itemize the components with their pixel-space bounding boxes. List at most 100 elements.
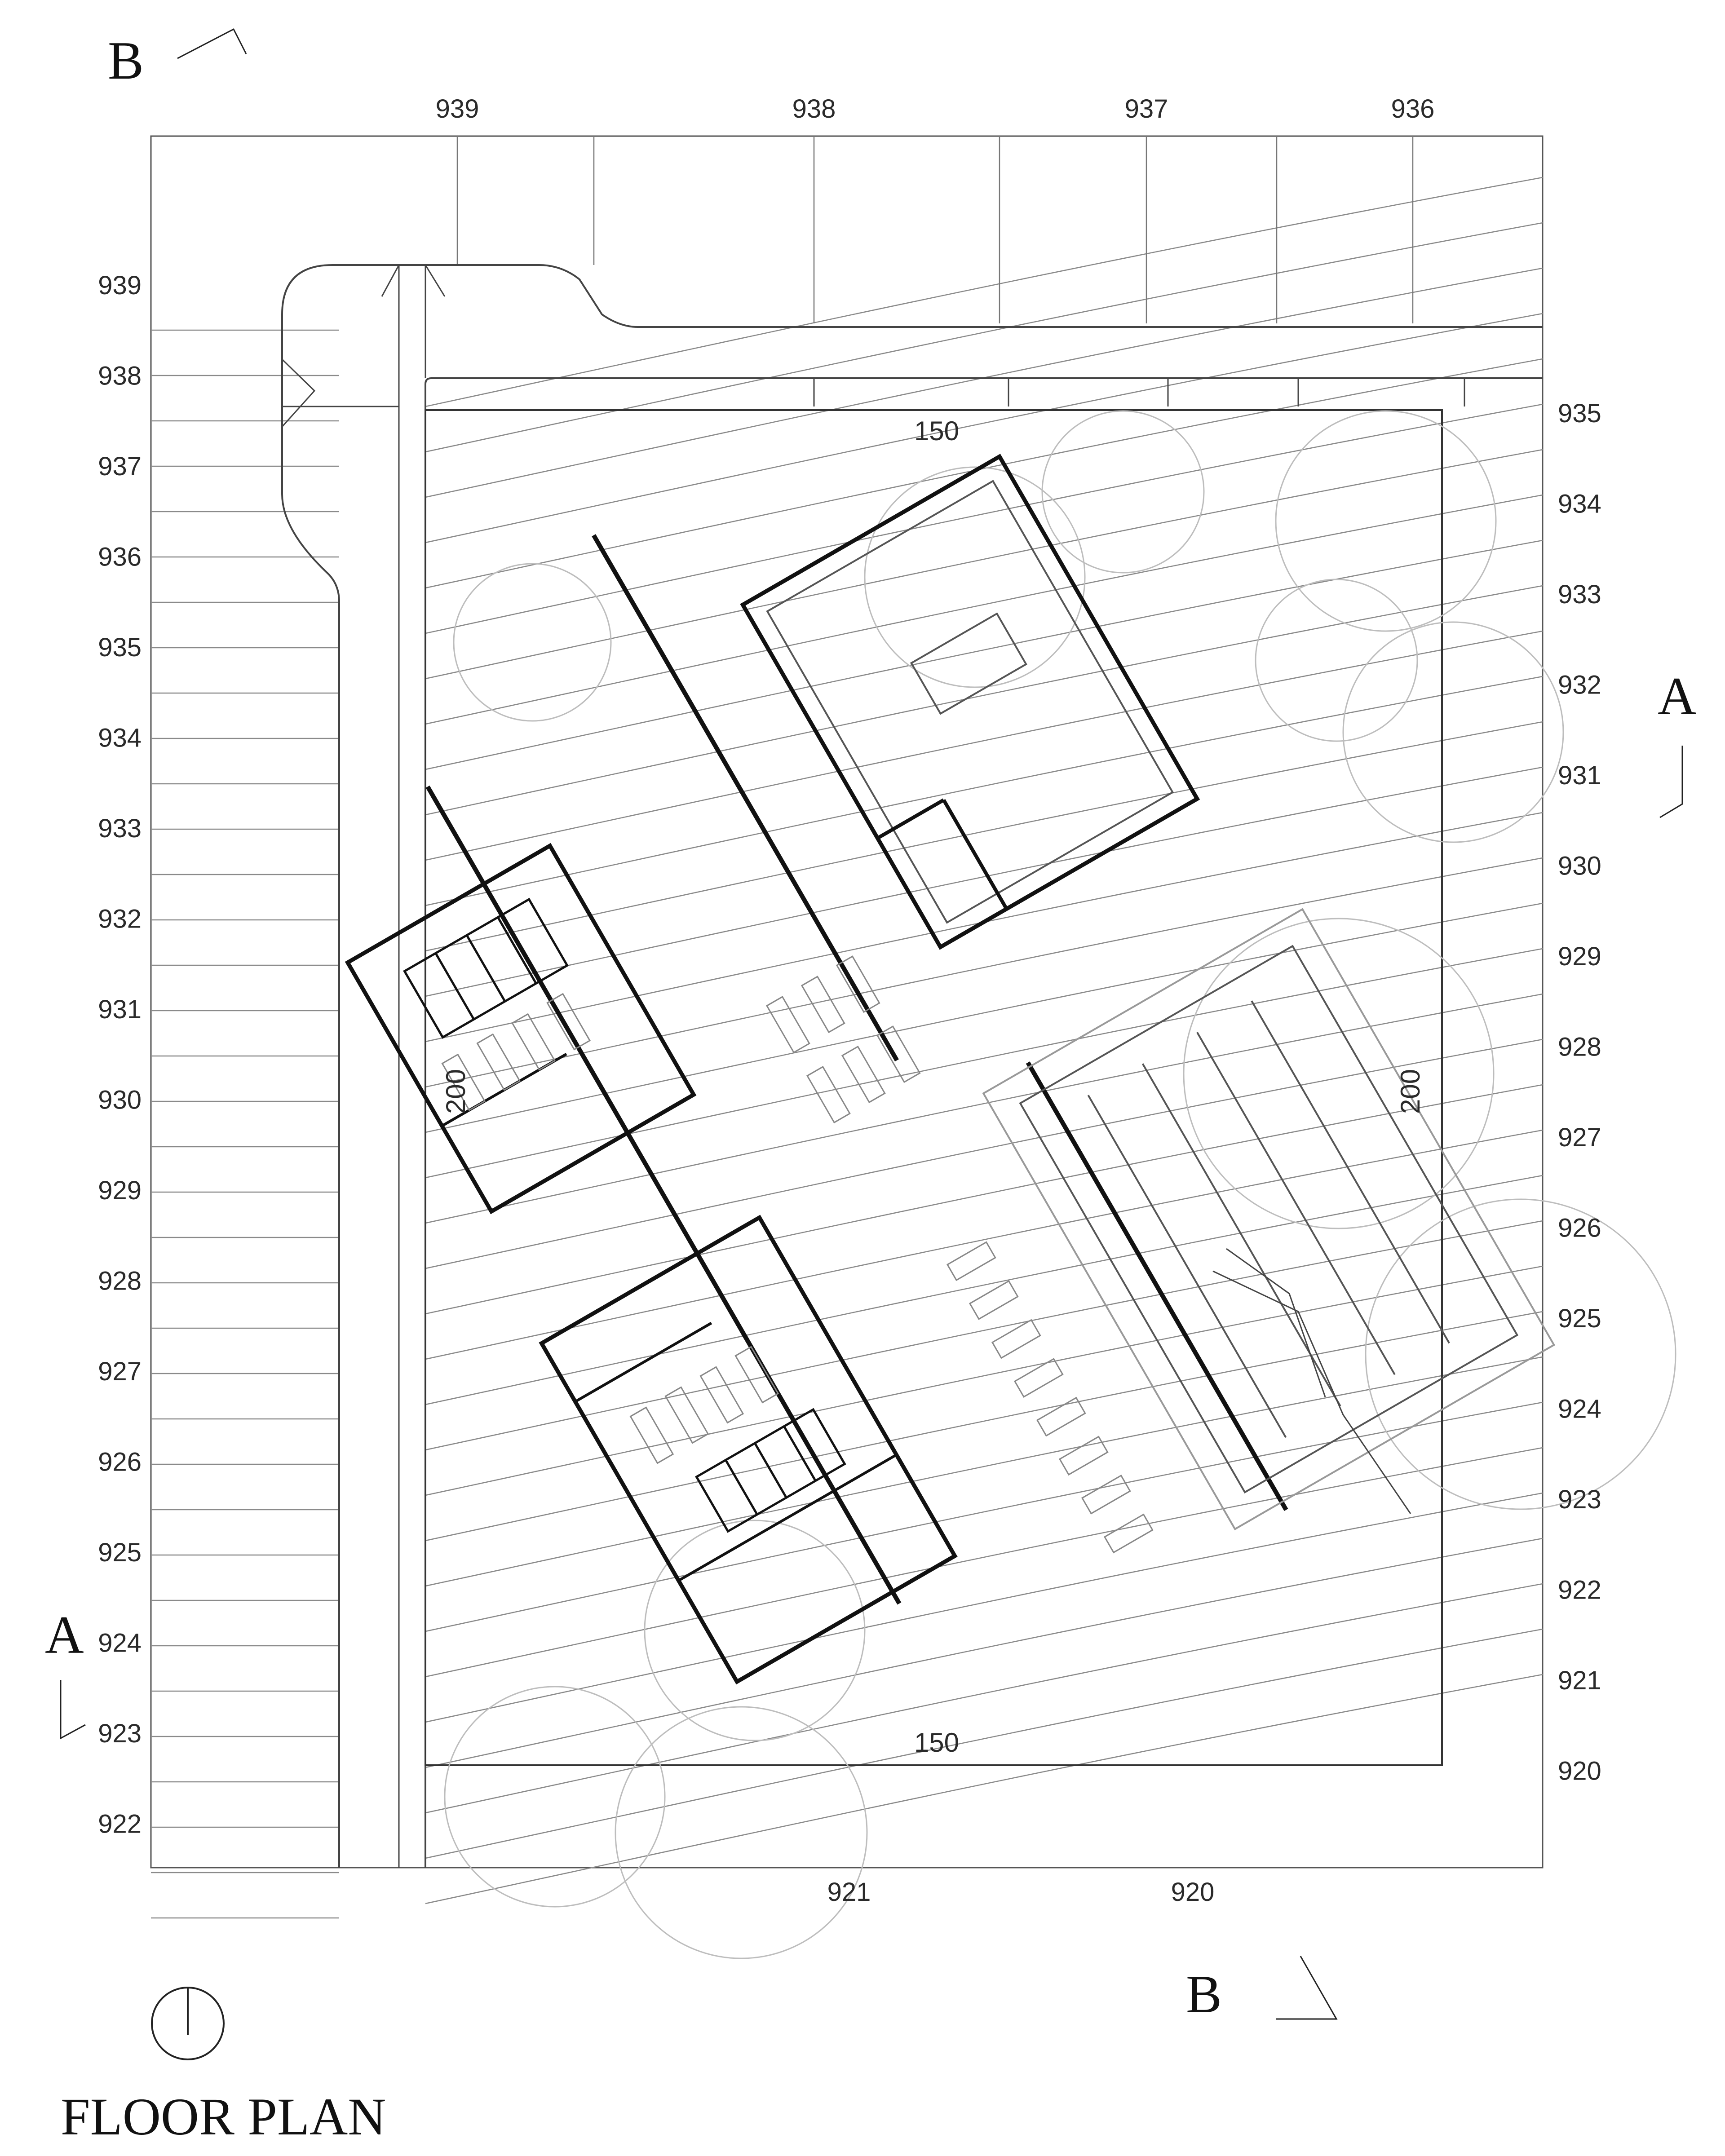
contour-line <box>425 1038 1543 1269</box>
right-elevation-ticks: 9359349339329319309299289279269259249239… <box>1558 399 1601 1786</box>
left-tick-label: 927 <box>98 1357 142 1386</box>
contour-line <box>425 1084 1543 1315</box>
road <box>281 264 1543 1868</box>
dimension-bottom: 150 <box>914 1727 959 1758</box>
contour-line <box>425 1401 1543 1632</box>
pavilion-east <box>740 454 1200 950</box>
top-tick-label: 937 <box>1125 94 1168 124</box>
site-frame <box>150 135 1544 1869</box>
top-tick-label: 936 <box>1391 94 1435 124</box>
contour-line <box>425 1311 1543 1542</box>
right-tick-label: 933 <box>1558 580 1601 609</box>
contour-line <box>425 1356 1543 1587</box>
left-tick-label: 929 <box>98 1176 142 1205</box>
left-elevation-ticks: 939 938 937 936 935 934 933 932 931 930 929 928 927 9… <box>98 271 142 1839</box>
right-tick-label: 924 <box>1558 1395 1601 1424</box>
site-boundary <box>425 409 1443 1766</box>
contour-line <box>425 358 1543 589</box>
left-tick-label: 937 <box>98 452 142 481</box>
pool <box>982 908 1556 1530</box>
right-tick-label: 930 <box>1558 852 1601 881</box>
contour-line <box>425 630 1543 861</box>
contour-line <box>425 1220 1543 1451</box>
right-tick-label: 929 <box>1558 942 1601 971</box>
contour-line <box>425 313 1543 543</box>
terrace-outline <box>1212 1270 1411 1514</box>
contour-line <box>425 449 1543 680</box>
contour-line <box>425 766 1543 997</box>
left-tick-label: 939 <box>98 271 142 300</box>
contour-line <box>425 721 1543 952</box>
left-tick-label: 933 <box>98 814 142 843</box>
bottom-tick-label: 921 <box>827 1878 871 1907</box>
right-tick-label: 927 <box>1558 1123 1601 1152</box>
contour-line <box>425 177 1543 407</box>
north-arrow-icon <box>151 1987 225 2060</box>
contour-line <box>425 494 1543 725</box>
section-arrow-a-left <box>60 1680 86 1740</box>
contour-line <box>425 812 1543 1043</box>
top-elevation-ticks: 939 938 937 936 <box>436 94 1435 124</box>
bottom-elevation-ticks: 921 920 <box>827 1878 1215 1907</box>
contour-line <box>425 1129 1543 1360</box>
contour-line <box>425 902 1543 1133</box>
contour-line <box>425 1674 1543 1904</box>
left-tick-label: 928 <box>98 1267 142 1296</box>
contour-line <box>425 1537 1543 1768</box>
service-building-south <box>539 1215 958 1685</box>
section-arrow-b-top <box>177 28 247 59</box>
right-tick-label: 920 <box>1558 1757 1601 1786</box>
left-tick-label: 924 <box>98 1629 142 1658</box>
contour-line <box>425 948 1543 1179</box>
loungers <box>766 955 1154 1554</box>
contour-line <box>425 1628 1543 1859</box>
section-mark-a-right: A <box>1658 666 1697 726</box>
bottom-tick-label: 920 <box>1171 1878 1215 1907</box>
section-mark-a-left: A <box>45 1605 84 1665</box>
top-tick-label: 939 <box>436 94 479 124</box>
section-mark-b-top: B <box>108 31 144 90</box>
left-tick-label: 935 <box>98 633 142 662</box>
section-mark-b-bottom: B <box>1186 1964 1222 2024</box>
right-tick-label: 934 <box>1558 490 1601 519</box>
right-tick-label: 932 <box>1558 671 1601 700</box>
drawing-title: FLOOR PLAN <box>61 2087 386 2146</box>
top-tick-label: 938 <box>792 94 836 124</box>
right-tick-label: 925 <box>1558 1304 1601 1333</box>
left-tick-label: 931 <box>98 995 142 1024</box>
contour-line <box>425 585 1543 816</box>
right-tick-label: 922 <box>1558 1576 1601 1605</box>
building-complex <box>345 454 1556 1685</box>
right-tick-label: 921 <box>1558 1666 1601 1695</box>
section-arrow-b-bottom <box>1276 1956 1338 2020</box>
contour-line <box>425 222 1543 453</box>
left-tick-label: 923 <box>98 1719 142 1748</box>
left-tick-label: 925 <box>98 1538 142 1567</box>
tree-canopies <box>444 410 1676 1959</box>
contour-line <box>425 1265 1543 1496</box>
right-tick-label: 931 <box>1558 761 1601 790</box>
contour-line <box>425 1175 1543 1405</box>
section-arrow-a-right <box>1659 746 1683 818</box>
left-tick-label: 930 <box>98 1086 142 1115</box>
contour-line <box>425 403 1543 634</box>
contour-lines <box>151 177 1543 1919</box>
left-tick-label: 938 <box>98 362 142 391</box>
contour-line <box>425 1492 1543 1723</box>
top-parcel-lines <box>456 136 1414 323</box>
right-tick-label: 923 <box>1558 1485 1601 1514</box>
dimension-top: 150 <box>914 416 959 446</box>
left-tick-label: 932 <box>98 905 142 934</box>
contour-line <box>425 1447 1543 1678</box>
left-tick-label: 936 <box>98 543 142 572</box>
left-tick-label: 934 <box>98 724 142 753</box>
contour-line <box>425 267 1543 498</box>
dimension-left: 200 <box>441 1069 471 1114</box>
dimension-right: 200 <box>1395 1069 1425 1114</box>
right-tick-label: 935 <box>1558 399 1601 428</box>
left-tick-label: 922 <box>98 1810 142 1839</box>
left-tick-label: 926 <box>98 1448 142 1477</box>
right-tick-label: 926 <box>1558 1214 1601 1243</box>
building-walls <box>425 534 1288 1605</box>
